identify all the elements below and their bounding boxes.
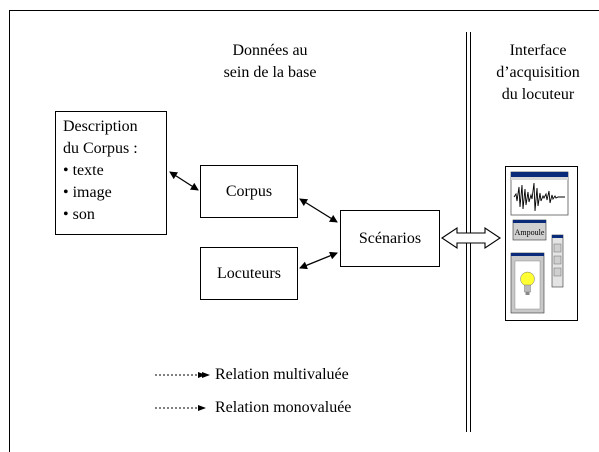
description-line-2: du Corpus : <box>63 140 138 157</box>
description-item-son: • son <box>63 206 95 223</box>
frame-left-border <box>9 10 10 452</box>
locuteurs-label: Locuteurs <box>217 264 281 282</box>
legend-multivalued-label: Relation multivaluée <box>215 366 349 383</box>
scenarios-box: Scénarios <box>340 210 440 267</box>
corpus-box: Corpus <box>200 165 298 218</box>
divider-line-left <box>466 32 467 432</box>
description-item-image: • image <box>63 184 112 201</box>
legend-arrowhead-multivalued-double <box>202 372 210 378</box>
ampoule-titlebar <box>513 220 546 223</box>
frame-top-border <box>9 10 599 11</box>
legend-arrowhead-monovalued <box>198 405 206 411</box>
thumbnail-button-2 <box>553 255 562 265</box>
scenarios-label: Scénarios <box>358 229 422 247</box>
heading-database-line-1: Données au <box>232 42 308 59</box>
double-arrow-interface-connector <box>441 226 501 250</box>
thumbnail-button-3 <box>553 267 562 277</box>
thumbnail-button-1 <box>553 243 562 253</box>
heading-interface: Interface d’acquisition du locuteur <box>482 40 594 106</box>
heading-database-line-2: sein de la base <box>223 64 317 81</box>
connector-description-corpus <box>169 171 199 191</box>
corpus-description-box: Description du Corpus : • texte • image … <box>55 111 167 235</box>
description-item-texte: • texte <box>63 162 104 179</box>
interface-thumbnail: Ampoule <box>505 166 578 321</box>
waveform-titlebar <box>511 172 568 177</box>
button-panel-titlebar <box>552 235 563 238</box>
ampoule-label: Ampoule <box>515 228 545 237</box>
corpus-label: Corpus <box>225 182 273 200</box>
connector-corpus-scenarios <box>299 198 338 223</box>
lightbulb-titlebar <box>511 253 544 256</box>
heading-interface-line-3: du locuteur <box>501 86 575 103</box>
thumbnail-graphic: Ampoule <box>510 171 569 314</box>
legend-monovalued-label: Relation monovaluée <box>215 399 352 416</box>
lightbulb-icon <box>520 271 535 295</box>
connector-locuteurs-scenarios <box>299 251 338 270</box>
heading-database: Données au sein de la base <box>200 40 340 84</box>
description-line-1: Description <box>63 118 138 135</box>
locuteurs-box: Locuteurs <box>200 247 298 300</box>
waveform-toolbar <box>511 177 568 180</box>
heading-interface-line-2: d’acquisition <box>496 64 580 81</box>
divider-line-right <box>470 32 471 432</box>
waveform-icon <box>513 182 565 212</box>
heading-interface-line-1: Interface <box>509 42 567 59</box>
